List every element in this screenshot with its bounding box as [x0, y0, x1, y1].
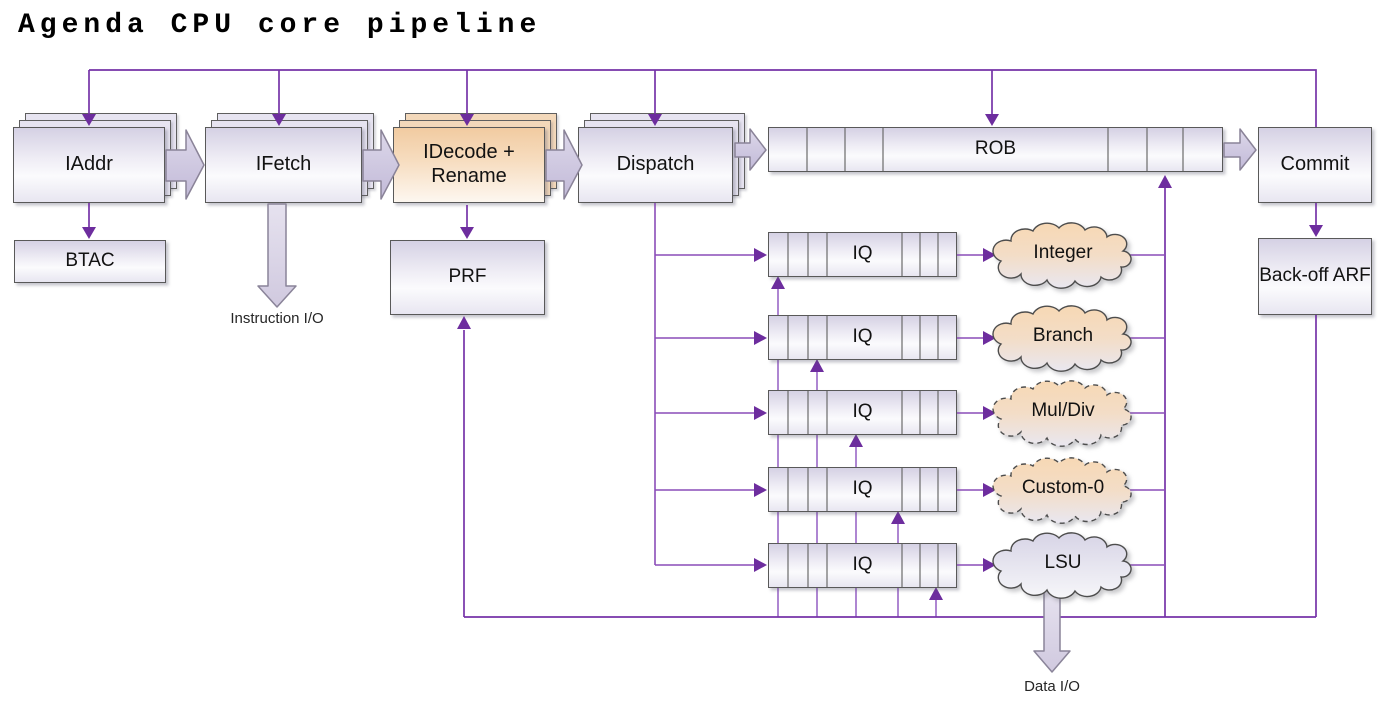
- bus-and-return-connectors: [463, 188, 1317, 618]
- stage-label: IDecode + Rename: [423, 141, 515, 187]
- prf-box: PRF: [390, 240, 545, 315]
- stage-idecode-rename-box: IDecode + Rename: [393, 127, 545, 203]
- issue-queue-4: IQ: [768, 467, 957, 512]
- unit-label-lsu: LSU: [1044, 552, 1082, 573]
- block-label: Back-off ARF: [1259, 265, 1371, 287]
- block-arrow-rob-commit: [1223, 128, 1257, 171]
- issue-queue-1: IQ: [768, 232, 957, 277]
- page-title: Agenda CPU core pipeline: [18, 10, 542, 41]
- issue-queue-2: IQ: [768, 315, 957, 360]
- stage-block-arrows: [165, 128, 1257, 200]
- queue-cell-dividers: [787, 128, 1184, 587]
- block-arrow-idecode-dispatch: [545, 129, 583, 200]
- unit-label-integer: Integer: [1033, 242, 1093, 263]
- stage-ifetch: IFetch: [205, 113, 374, 203]
- stage-label: IFetch: [255, 153, 312, 176]
- block-label: BTAC: [65, 250, 115, 272]
- dispatch-fanout-connectors: [654, 203, 754, 566]
- queue-label: IQ: [852, 554, 873, 576]
- block-arrow-dispatch-rob: [734, 128, 767, 171]
- stage-dispatch: Dispatch: [578, 113, 745, 203]
- stage-label: Dispatch: [616, 153, 695, 176]
- feedback-arrowheads: [82, 114, 999, 126]
- feedback-network: [88, 69, 1317, 127]
- stage-idecode-rename: IDecode + Rename: [393, 113, 557, 203]
- btac-box: BTAC: [14, 240, 166, 283]
- io-arrows: [257, 203, 1071, 673]
- unit-label-muldiv: Mul/Div: [1031, 400, 1095, 421]
- queue-label: IQ: [852, 478, 873, 500]
- stage-ifetch-box: IFetch: [205, 127, 362, 203]
- queue-label: IQ: [852, 326, 873, 348]
- unit-label-custom0: Custom-0: [1021, 477, 1105, 498]
- issue-output-arrowheads: [983, 248, 996, 572]
- queue-label: IQ: [852, 243, 873, 265]
- stage-iaddr: IAddr: [13, 113, 177, 203]
- issue-queue-5: IQ: [768, 543, 957, 588]
- data-io-label: Data I/O: [1024, 678, 1080, 695]
- stage-commit-box: Commit: [1258, 127, 1372, 203]
- stage-label: IAddr: [65, 153, 113, 176]
- stage-label: Commit: [1280, 153, 1350, 176]
- block-label: PRF: [448, 266, 487, 288]
- data-io-arrow: [1033, 589, 1071, 673]
- issue-output-connectors: [957, 254, 983, 566]
- stage-iaddr-box: IAddr: [13, 127, 165, 203]
- dispatch-fanout-arrowheads: [754, 248, 767, 572]
- stage-label: ROB: [974, 138, 1017, 160]
- block-arrow-ifetch-idecode: [362, 129, 400, 200]
- instruction-io-label: Instruction I/O: [230, 310, 324, 327]
- unit-output-connectors: [1122, 254, 1165, 566]
- issue-queue-3: IQ: [768, 390, 957, 435]
- block-arrow-iaddr-ifetch: [165, 129, 205, 200]
- local-connectors: [88, 203, 1317, 228]
- writeback-arrowheads: [771, 276, 943, 600]
- instruction-io-arrow: [257, 203, 297, 308]
- local-arrowheads: [82, 225, 1323, 239]
- stage-dispatch-box: Dispatch: [578, 127, 733, 203]
- backoff-arf-box: Back-off ARF: [1258, 238, 1372, 315]
- queue-label: IQ: [852, 401, 873, 423]
- unit-label-branch: Branch: [1032, 325, 1094, 346]
- bus-arrowheads: [457, 175, 1172, 329]
